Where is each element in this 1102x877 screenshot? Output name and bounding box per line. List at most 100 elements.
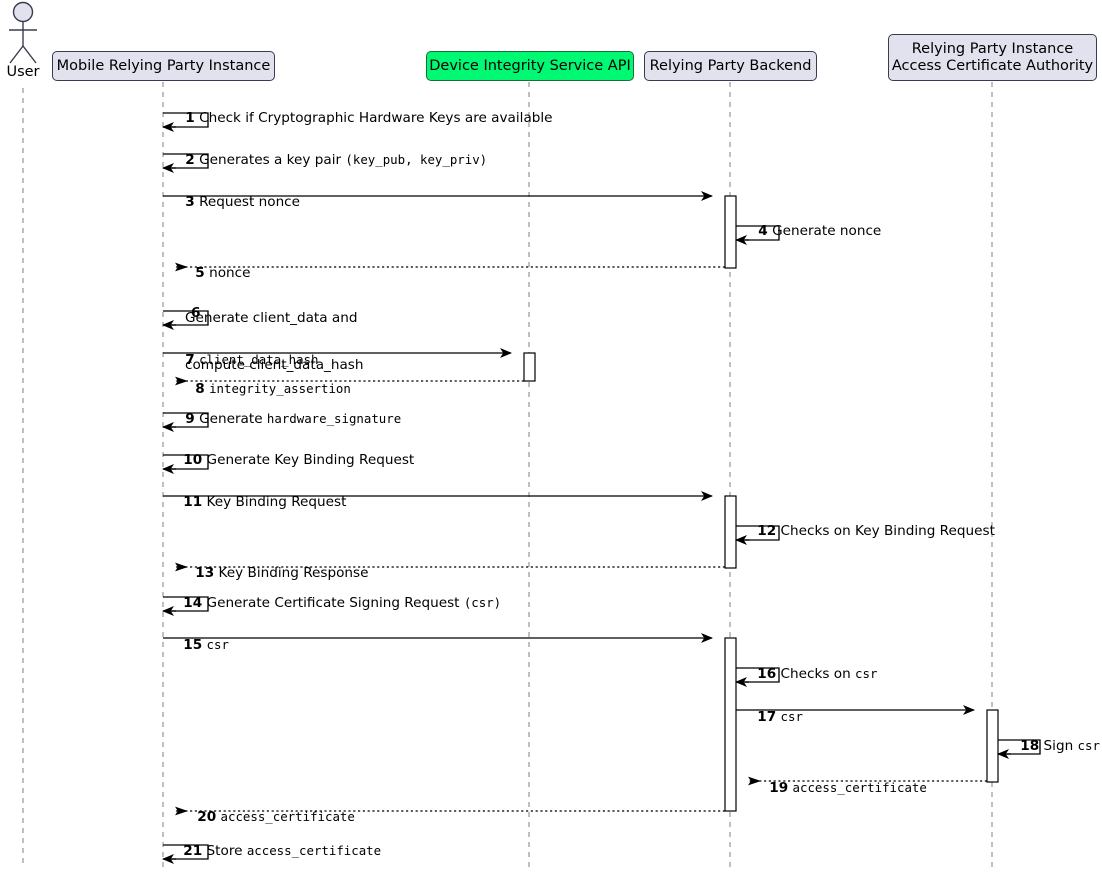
participant-relying-party-backend[interactable]: Relying Party Backend xyxy=(644,51,817,81)
arrow-10-self xyxy=(162,454,209,474)
activation-backend-1 xyxy=(724,195,737,269)
message-label-5: 5 nonce xyxy=(178,250,250,297)
message-label-14: 14 Generate Certificate Signing Request … xyxy=(166,579,501,627)
message-text: Generate Key Binding Request xyxy=(206,451,415,468)
actor-user-label: User xyxy=(6,64,40,80)
message-number: 14 xyxy=(183,594,203,611)
arrow-21-self xyxy=(162,844,209,864)
message-text: Request nonce xyxy=(199,193,301,210)
message-label-18: 18 Sign csr xyxy=(1003,722,1100,770)
message-text-line2: compute client_data_hash xyxy=(185,356,364,373)
arrow-9-self xyxy=(162,412,209,432)
activation-integrity-1 xyxy=(523,352,536,382)
message-text-mono: hardware_signature xyxy=(266,410,402,426)
message-label-20: 20 access_certificate xyxy=(180,793,355,841)
message-label-12: 12 Checks on Key Binding Request xyxy=(740,508,995,555)
message-text: Sign xyxy=(1043,737,1078,754)
message-text: client_data_hash xyxy=(199,351,319,367)
message-label-16: 16 Checks on csr xyxy=(740,650,877,698)
message-number-6: 6 xyxy=(172,289,200,337)
message-number: 5 xyxy=(195,264,205,281)
message-text: csr xyxy=(206,636,229,652)
message-label-15: 15 csr xyxy=(166,621,229,669)
message-label-9: 9 Generate hardware_signature xyxy=(168,395,401,443)
message-number: 2 xyxy=(185,151,195,168)
participant-relying-party-instance-access-certificate-authority[interactable]: Relying Party Instance Access Certificat… xyxy=(888,34,1097,81)
message-text: access_certificate xyxy=(220,808,355,824)
activation-ca-1 xyxy=(986,709,999,783)
message-text-line1: Generate client_data and xyxy=(185,310,358,326)
message-text: Check if Cryptographic Hardware Keys are… xyxy=(199,109,553,126)
message-label-19: 19 access_certificate xyxy=(752,764,927,812)
participant-mobile-relying-party-instance[interactable]: Mobile Relying Party Instance xyxy=(52,51,275,81)
activation-backend-3 xyxy=(724,637,737,812)
message-label-21: 21 Store access_certificate xyxy=(166,827,381,875)
message-text: access_certificate xyxy=(792,779,927,795)
arrow-1-self xyxy=(162,112,209,132)
activation-backend-2 xyxy=(724,495,737,569)
message-label-13: 13 Key Binding Response xyxy=(178,550,369,597)
message-label-2: 2 Generates a key pair (key_pub, key_pri… xyxy=(168,136,487,184)
message-text: Generate Certificate Signing Request xyxy=(206,594,464,611)
message-number: 3 xyxy=(185,193,195,210)
actor-user-figure xyxy=(9,1,37,64)
message-text-mono: (key_pub, key_priv) xyxy=(345,151,488,167)
message-number: 17 xyxy=(757,708,777,725)
message-label-1: 1 Check if Cryptographic Hardware Keys a… xyxy=(168,95,553,142)
participant-label: Mobile Relying Party Instance xyxy=(56,57,271,74)
message-label-6: Generate client_data and compute client_… xyxy=(185,280,363,404)
participant-device-integrity-service-api[interactable]: Device Integrity Service API xyxy=(426,51,634,81)
arrow-16-self xyxy=(735,667,780,687)
message-text: integrity_assertion xyxy=(209,380,351,396)
message-label-3: 3 Request nonce xyxy=(168,179,300,226)
message-number: 10 xyxy=(183,451,203,468)
message-text: csr xyxy=(780,708,803,724)
message-number: 11 xyxy=(183,493,203,510)
message-number: 7 xyxy=(185,351,195,368)
message-text: Key Binding Request xyxy=(206,493,347,510)
message-label-7: 7 client_data_hash xyxy=(168,336,318,384)
arrow-2-self xyxy=(162,153,209,173)
message-number: 16 xyxy=(757,665,777,682)
message-number: 19 xyxy=(769,779,789,796)
arrow-12-self xyxy=(735,525,780,545)
message-text: Generate nonce xyxy=(772,222,882,239)
message-text: Checks on Key Binding Request xyxy=(780,522,995,539)
arrow-18-self xyxy=(997,739,1041,759)
participant-label-line1: Relying Party Instance xyxy=(911,40,1074,57)
message-text: Store xyxy=(206,842,247,859)
arrow-4-self xyxy=(735,225,780,245)
message-number: 6 xyxy=(190,305,201,321)
message-text: Checks on xyxy=(780,665,856,682)
message-label-4: 4 Generate nonce xyxy=(741,208,881,255)
message-text: Key Binding Response xyxy=(218,564,369,581)
message-text-mono: csr xyxy=(1077,737,1100,753)
activation-bars xyxy=(523,195,999,812)
message-number: 20 xyxy=(197,808,217,825)
message-number: 4 xyxy=(758,222,768,239)
arrow-14-self xyxy=(162,596,209,616)
message-label-8: 8 integrity_assertion xyxy=(178,365,351,413)
message-number: 15 xyxy=(183,636,203,653)
message-label-10: 10 Generate Key Binding Request xyxy=(166,437,414,484)
message-number: 12 xyxy=(757,522,777,539)
message-text: nonce xyxy=(209,264,251,281)
message-text-mono: access_certificate xyxy=(246,842,382,858)
message-arrows xyxy=(162,112,1041,864)
participant-label: Relying Party Backend xyxy=(649,57,812,74)
message-label-11: 11 Key Binding Request xyxy=(166,479,346,526)
message-text: Generates a key pair xyxy=(199,151,346,168)
message-number: 8 xyxy=(195,380,205,397)
message-text-mono: csr xyxy=(855,665,878,681)
message-number: 13 xyxy=(195,564,215,581)
message-number: 18 xyxy=(1020,737,1040,754)
message-number: 9 xyxy=(185,410,195,427)
message-label-17: 17 csr xyxy=(740,693,803,741)
participant-label-line2: Access Certificate Authority xyxy=(891,57,1094,74)
message-text-mono: (csr) xyxy=(463,594,502,610)
participant-label: Device Integrity Service API xyxy=(429,57,631,74)
arrow-6-self xyxy=(162,310,209,330)
message-text: Generate xyxy=(199,410,267,427)
